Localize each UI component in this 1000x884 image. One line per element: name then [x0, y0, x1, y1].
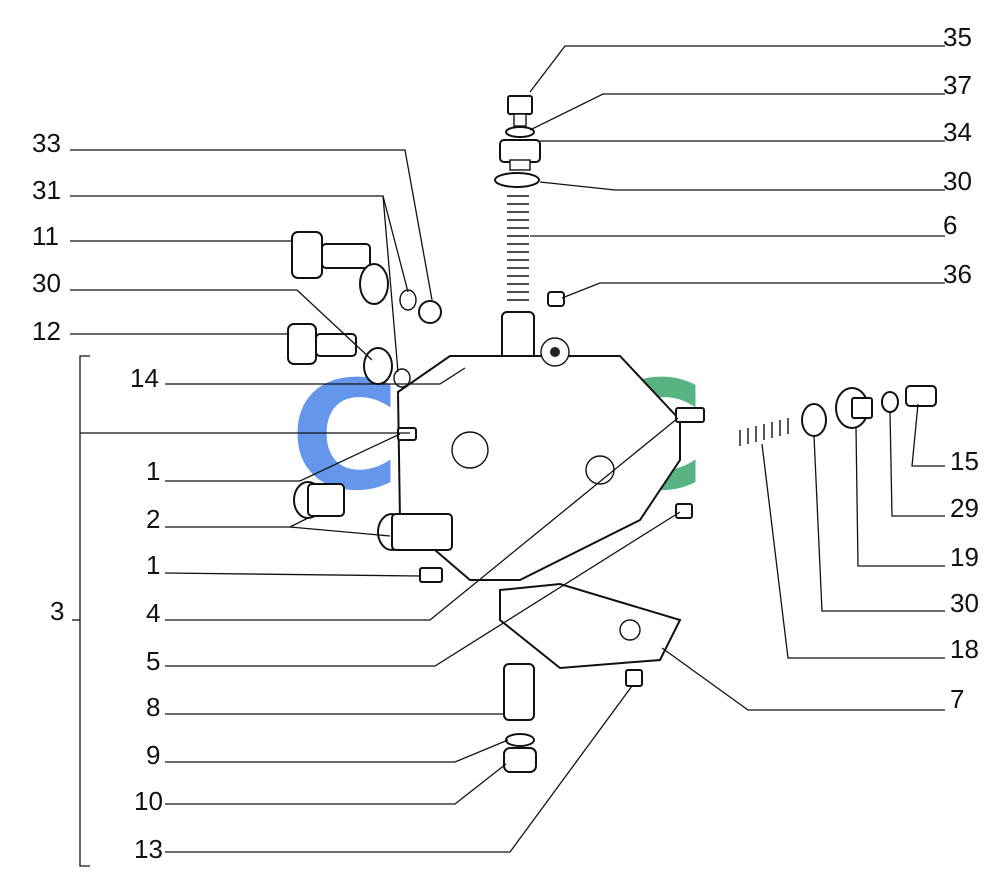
part-oring-9 [505, 733, 535, 747]
part-screw-15 [905, 385, 937, 407]
callout-4: 4 [146, 598, 160, 628]
part-screw-1b [419, 567, 443, 583]
callout-8: 8 [146, 692, 160, 722]
callouts: 35 37 34 30 6 36 33 31 11 30 12 14 1 2 1… [32, 22, 979, 864]
part-top-washer [505, 126, 535, 138]
callout-1-upper: 1 [146, 456, 160, 486]
callout-30-top: 30 [943, 166, 972, 196]
callout-11: 11 [32, 221, 59, 251]
callout-12: 12 [32, 316, 61, 346]
callout-34: 34 [943, 117, 972, 147]
part-plug-10 [503, 747, 537, 773]
callout-19: 19 [950, 542, 979, 572]
callout-13: 13 [134, 834, 163, 864]
part-spring-washer [494, 172, 540, 188]
callout-3: 3 [50, 596, 64, 626]
callout-10: 10 [134, 786, 163, 816]
part-small-nut [547, 291, 565, 307]
callout-15: 15 [950, 446, 979, 476]
part-screw-4 [675, 407, 705, 423]
callout-5: 5 [146, 646, 160, 676]
part-plungers [293, 481, 453, 551]
callout-33: 33 [32, 128, 61, 158]
part-washer-30-right [801, 403, 827, 437]
callout-31: 31 [32, 175, 61, 205]
callout-30-right: 30 [950, 588, 979, 618]
callout-6: 6 [943, 210, 957, 240]
part-plug-19 [835, 387, 873, 429]
part-screw-5 [675, 503, 693, 519]
part-top-bolt [507, 95, 533, 127]
callout-2: 2 [146, 504, 160, 534]
part-banjo-bolt-lower [287, 323, 411, 388]
callout-9: 9 [146, 740, 160, 770]
leader-lines [70, 45, 945, 867]
part-gasket [499, 582, 682, 670]
part-plug-13 [625, 669, 643, 687]
part-valve-body [503, 663, 535, 721]
part-banjo-bolt-upper [291, 231, 442, 324]
part-screw-1a [397, 427, 417, 441]
callout-1-lower: 1 [146, 550, 160, 580]
part-washer-29 [881, 391, 899, 413]
part-spring-horizontal [739, 418, 789, 446]
callout-36: 36 [943, 259, 972, 289]
callout-18: 18 [950, 634, 979, 664]
callout-14: 14 [130, 363, 159, 393]
callout-37: 37 [943, 70, 972, 100]
callout-7: 7 [950, 684, 964, 714]
callout-30-left: 30 [32, 268, 61, 298]
callout-35: 35 [943, 22, 972, 52]
parts [287, 95, 937, 773]
part-pump-body [396, 337, 681, 581]
part-spring-vertical [507, 195, 529, 301]
callout-29: 29 [950, 493, 979, 523]
group-bracket [79, 355, 90, 867]
part-spring-cap [499, 139, 541, 171]
